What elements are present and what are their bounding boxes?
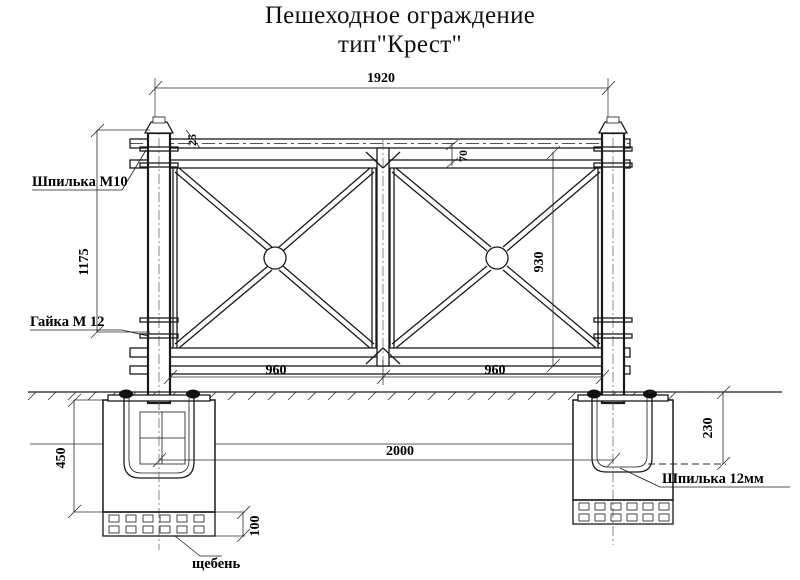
anchor-nut-left-1: [119, 389, 133, 399]
dimension-panel-height: 930: [532, 145, 561, 373]
railing-assembly: [129, 116, 633, 410]
dimension-post-height: 1175: [77, 123, 150, 339]
gravel-bed-right: [572, 499, 674, 525]
dimension-foundation-depth: 450: [54, 393, 105, 519]
gravel-bed-left: [102, 511, 216, 537]
dimension-value-230: 230: [701, 418, 716, 439]
anchor-nut-right-2: [643, 389, 657, 399]
dimension-value-1920: 1920: [367, 71, 395, 86]
cross-panel-left: [172, 167, 377, 349]
post-right: [593, 116, 633, 410]
dimension-value-100: 100: [248, 516, 263, 537]
dimension-value-70: 70: [456, 150, 470, 162]
diagonal-bars-left: [174, 167, 375, 349]
dimension-rail-gap: 70: [445, 139, 470, 169]
post-legs-below-rail: [147, 374, 625, 398]
dimension-value-450: 450: [54, 448, 69, 469]
note-nut-m12: Гайка М 12: [30, 314, 149, 337]
note-text-stud-12mm: Шпилька 12мм: [662, 471, 764, 487]
dimension-value-1175: 1175: [77, 248, 92, 275]
dimension-anchor-embed: 230: [648, 385, 731, 471]
note-text-gravel: щебень: [192, 556, 241, 572]
anchor-nut-right-1: [587, 389, 601, 399]
anchor-nut-left-2: [186, 389, 200, 399]
dimension-value-960-left: 960: [266, 363, 287, 378]
post-middle: [376, 140, 390, 380]
note-text-stud-m10: Шпилька М10: [32, 174, 128, 190]
foundation-left: [102, 389, 216, 550]
note-stud-m10: Шпилька М10: [32, 149, 147, 191]
dimension-value-2000: 2000: [386, 444, 414, 459]
dimension-gravel-thickness: 100: [215, 505, 263, 543]
diagonal-bars-right: [391, 167, 601, 349]
top-rail: [129, 138, 631, 149]
note-text-nut-m12: Гайка М 12: [30, 314, 104, 330]
dimension-top-rail-offset: 25: [185, 129, 201, 149]
dimension-foundation-spacing: 2000: [152, 444, 621, 468]
foundation-right: [572, 389, 674, 545]
note-gravel: щебень: [174, 535, 241, 572]
dimension-value-25: 25: [185, 134, 199, 146]
dimension-value-930: 930: [532, 252, 547, 273]
note-stud-12mm: Шпилька 12мм: [619, 467, 790, 488]
dimension-panel-widths: 960 960: [163, 360, 610, 385]
dimension-overall-width: 1920: [148, 71, 616, 140]
cross-panel-right: [389, 167, 603, 349]
dimension-value-960-right: 960: [485, 363, 506, 378]
middle-post-gussets: [365, 151, 401, 365]
